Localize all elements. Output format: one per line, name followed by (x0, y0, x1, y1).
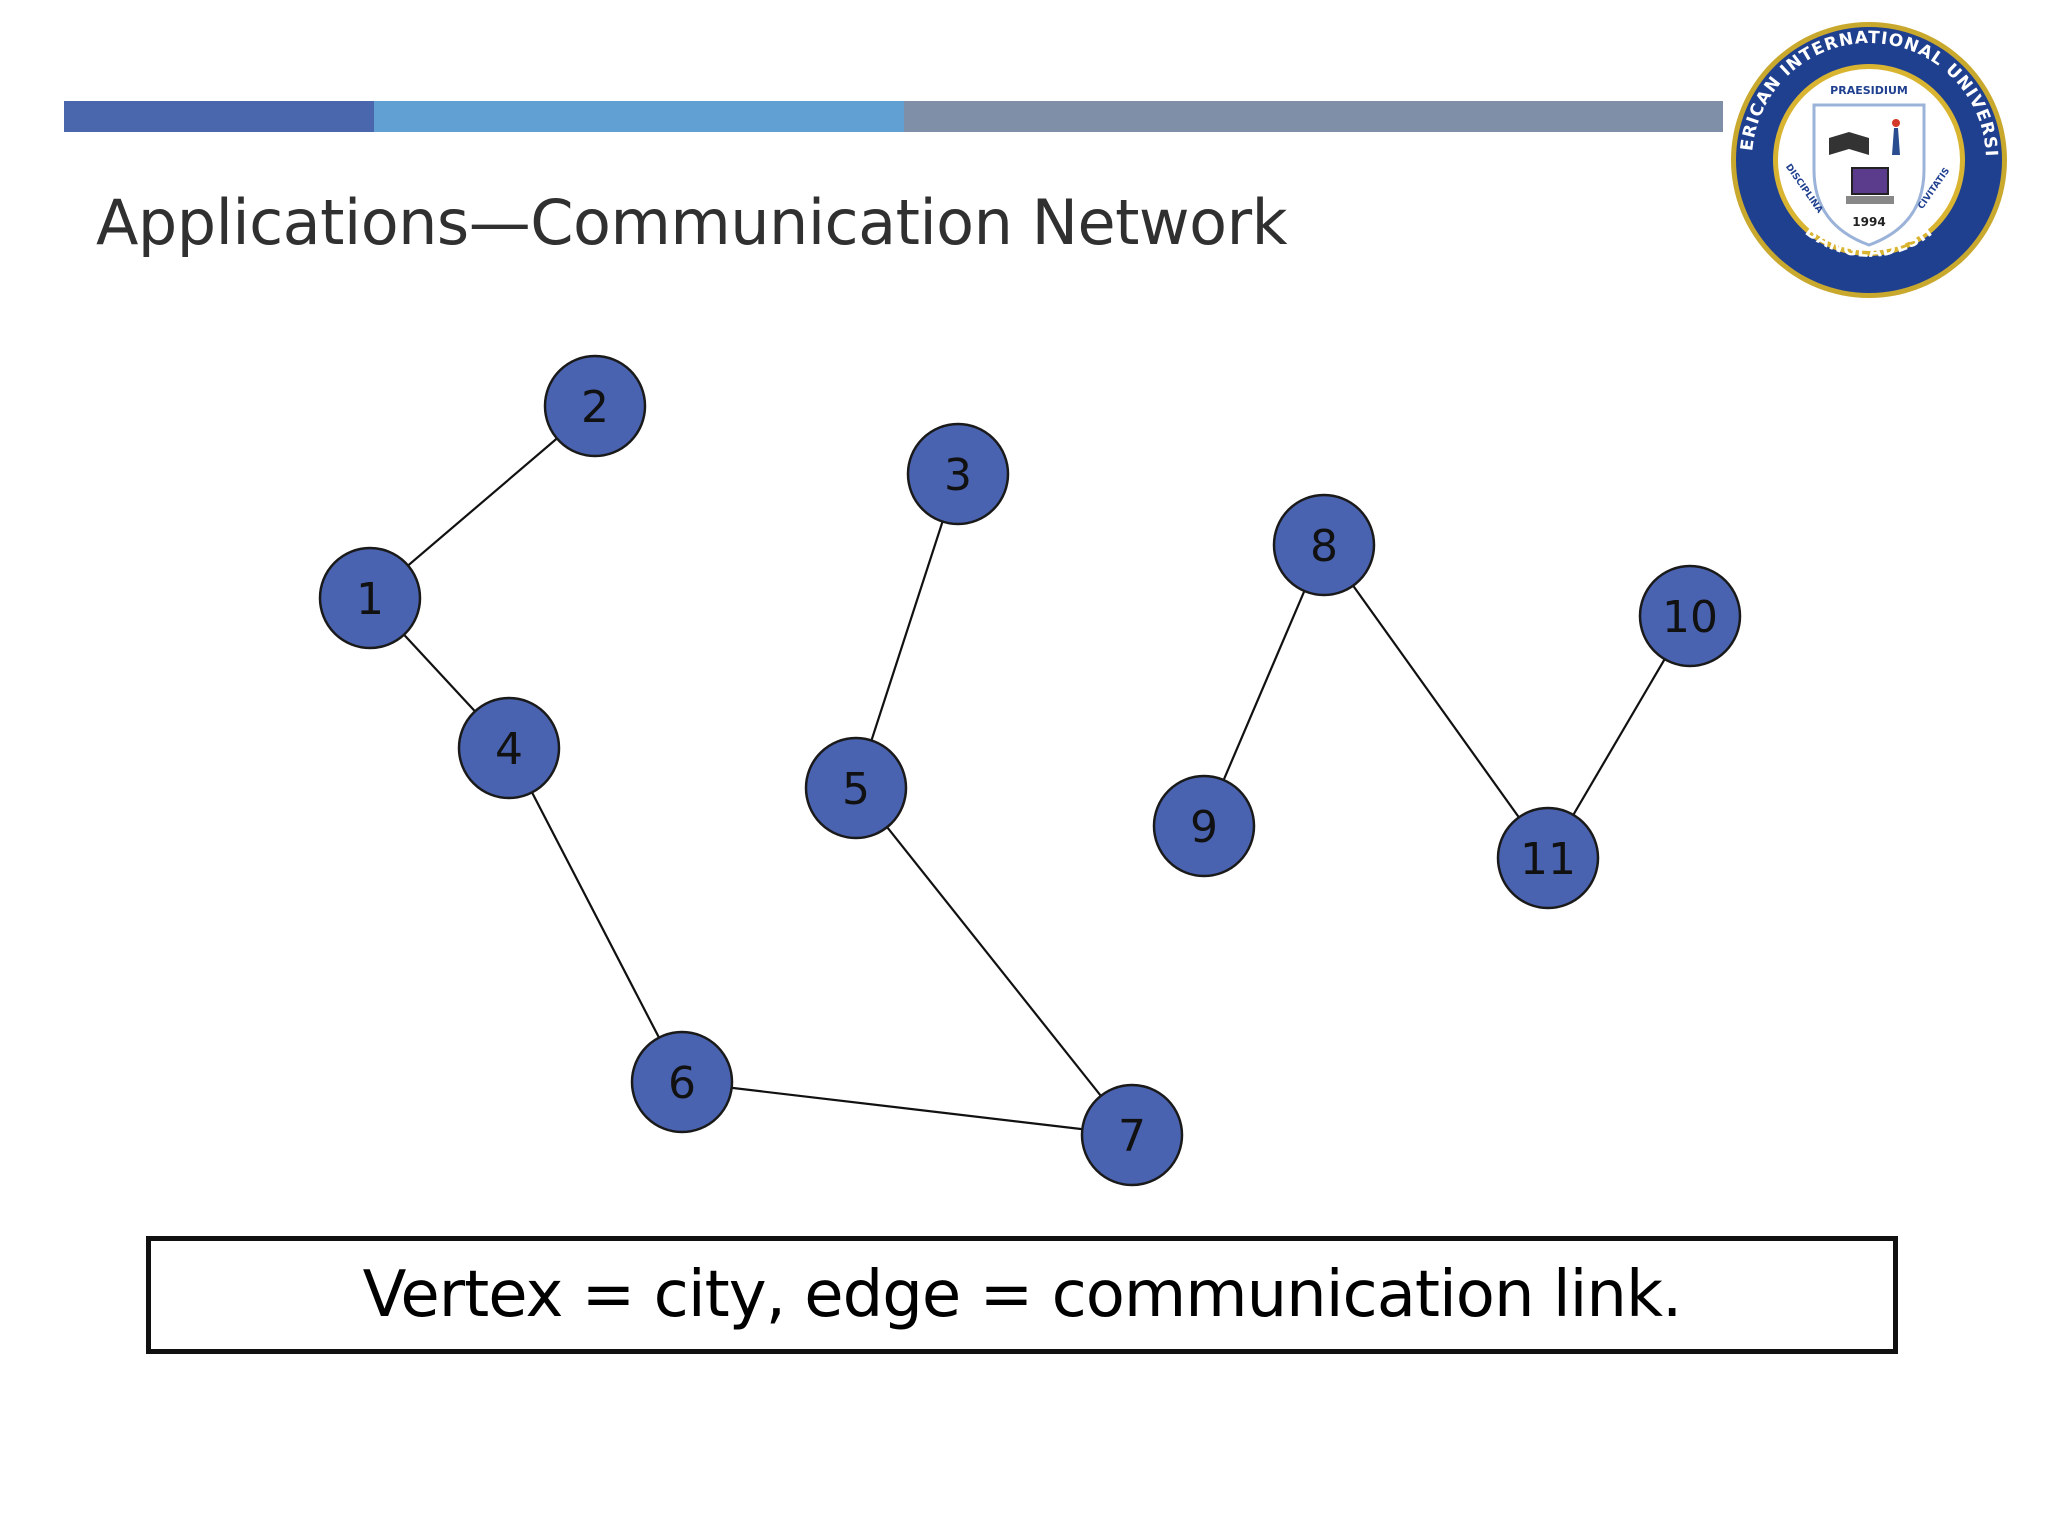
vertex-label: 7 (1118, 1111, 1146, 1162)
vertex-label: 11 (1520, 834, 1576, 885)
vertex-circle (1080, 1083, 1184, 1187)
vertex-label: 10 (1662, 592, 1718, 643)
candle-icon (1892, 128, 1900, 155)
vertex-5: 5 (804, 736, 908, 840)
caption-box: Vertex = city, edge = communication link… (146, 1236, 1898, 1354)
vertex-label: 5 (842, 764, 870, 815)
vertex-circle (457, 696, 561, 800)
vertex-circle (1638, 564, 1742, 668)
vertex-7: 7 (1080, 1083, 1184, 1187)
vertex-circle (1496, 806, 1600, 910)
vertex-9: 9 (1152, 774, 1256, 878)
edge-3-5 (854, 473, 960, 789)
edge-4-6 (508, 747, 683, 1083)
vertex-1: 1 (318, 546, 422, 650)
edge-6-7 (681, 1080, 1133, 1137)
vertex-circle (1272, 493, 1376, 597)
vertex-label: 4 (495, 724, 523, 775)
graph-nodes: 1 2 3 4 5 6 7 8 9 10 11 (318, 354, 1742, 1187)
seal-year: 1994 (1852, 215, 1885, 229)
vertex-circle (1152, 774, 1256, 878)
vertex-3: 3 (906, 422, 1010, 526)
flame-icon (1892, 119, 1900, 127)
vertex-6: 6 (630, 1030, 734, 1134)
vertex-circle (630, 1030, 734, 1134)
vertex-circle (804, 736, 908, 840)
university-seal-logo: AMERICAN INTERNATIONAL UNIVERSITY BANGLA… (1724, 20, 2007, 298)
computer-icon (1851, 167, 1889, 195)
vertex-label: 3 (944, 450, 972, 501)
edge-8-11 (1323, 544, 1549, 859)
vertex-2: 2 (543, 354, 647, 458)
vertex-circle (906, 422, 1010, 526)
vertex-label: 6 (668, 1058, 696, 1109)
vertex-label: 1 (356, 574, 384, 625)
vertex-circle (318, 546, 422, 650)
vertex-4: 4 (457, 696, 561, 800)
vertex-circle (543, 354, 647, 458)
seal-motto-top: PRAESIDIUM (1830, 84, 1908, 97)
accent-bar-segment-dark (64, 101, 374, 132)
vertex-8: 8 (1272, 493, 1376, 597)
accent-bar-segment-gray (904, 101, 1723, 132)
header-accent-bar (64, 101, 1723, 132)
book-icon (1829, 132, 1869, 155)
graph-edges (369, 405, 1691, 1137)
accent-bar-segment-light (374, 101, 904, 132)
keyboard-icon (1846, 196, 1894, 204)
vertex-label: 2 (581, 382, 609, 433)
vertex-11: 11 (1496, 806, 1600, 910)
vertex-10: 10 (1638, 564, 1742, 668)
vertex-label: 8 (1310, 521, 1338, 572)
caption-text: Vertex = city, edge = communication link… (362, 1258, 1683, 1332)
slide-title: Applications—Communication Network (96, 186, 1287, 259)
edge-5-7 (855, 787, 1133, 1136)
vertex-label: 9 (1190, 802, 1218, 853)
